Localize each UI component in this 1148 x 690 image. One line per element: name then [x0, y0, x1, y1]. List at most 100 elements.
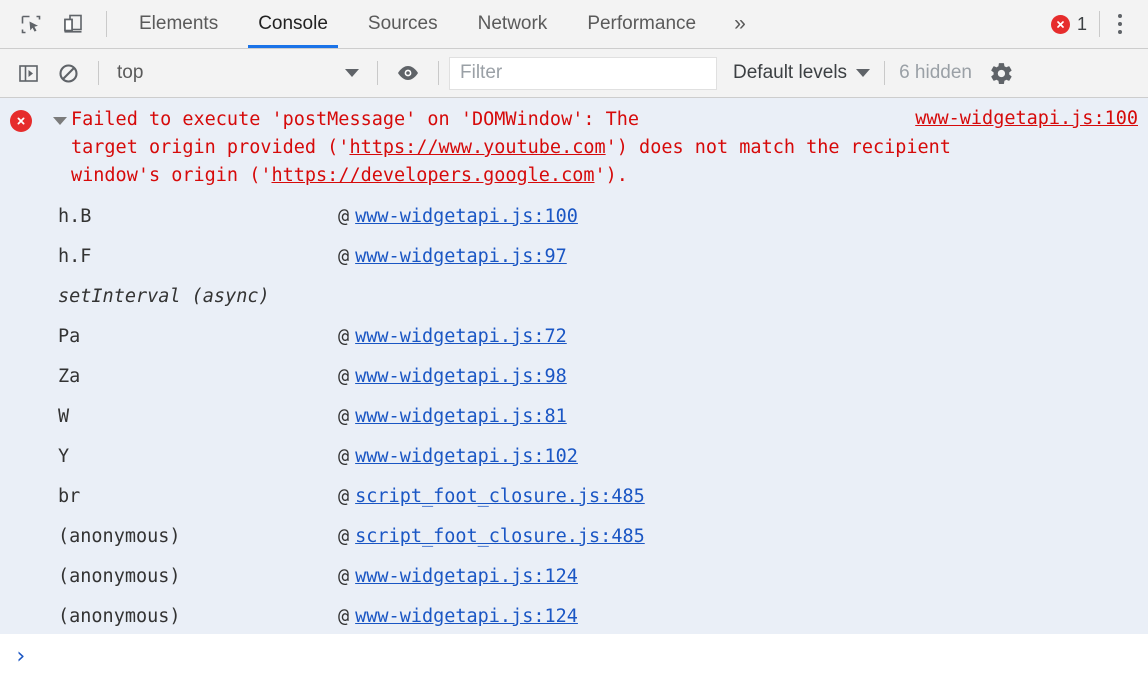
error-circle-icon: [1050, 14, 1070, 34]
filter-input[interactable]: Filter: [449, 56, 717, 90]
stack-row[interactable]: br @ script_foot_closure.js:485: [0, 476, 1148, 516]
stack-at-symbol: @: [338, 205, 350, 227]
stack-function-name: Y: [58, 445, 70, 467]
stack-at-symbol: @: [338, 245, 350, 267]
tab-sources[interactable]: Sources: [348, 0, 458, 48]
stack-row[interactable]: (anonymous) @ www-widgetapi.js:124: [0, 556, 1148, 596]
error-line-1: Failed to execute 'postMessage' on 'DOMW…: [71, 109, 640, 130]
stack-function-name: h.F: [58, 245, 92, 267]
stack-function-name: br: [58, 485, 81, 507]
clear-console-icon[interactable]: [48, 54, 88, 92]
console-message-list: Failed to execute 'postMessage' on 'DOMW…: [0, 98, 1148, 634]
stack-row[interactable]: (anonymous) @ script_foot_closure.js:485: [0, 516, 1148, 556]
stack-source-link[interactable]: script_foot_closure.js:485: [355, 525, 645, 547]
tab-label: Console: [258, 13, 328, 34]
stack-row[interactable]: Za @ www-widgetapi.js:98: [0, 356, 1148, 396]
execution-context-selector[interactable]: top: [109, 58, 367, 88]
tab-console[interactable]: Console: [238, 0, 348, 48]
stack-row[interactable]: (anonymous) @ www-widgetapi.js:124: [0, 596, 1148, 634]
stack-at-symbol: @: [338, 525, 350, 547]
stack-source-link[interactable]: www-widgetapi.js:100: [355, 205, 578, 227]
more-tabs-label: »: [734, 12, 746, 35]
stack-row[interactable]: W @ www-widgetapi.js:81: [0, 396, 1148, 436]
stack-source-link[interactable]: www-widgetapi.js:124: [355, 565, 578, 587]
error-line-2-pre: target origin provided (': [71, 137, 350, 158]
stack-source-link[interactable]: www-widgetapi.js:102: [355, 445, 578, 467]
stack-trace: h.B @ www-widgetapi.js:100 h.F @ www-wid…: [0, 190, 1148, 634]
log-level-selector[interactable]: Default levels: [733, 62, 871, 84]
tab-network[interactable]: Network: [458, 0, 568, 48]
gear-icon[interactable]: [982, 54, 1022, 92]
stack-at-symbol: @: [338, 445, 350, 467]
prompt-chevron-icon: ›: [14, 643, 28, 669]
stack-function-name: Pa: [58, 325, 81, 347]
devtools-tab-list: Elements Console Sources Network Perform…: [119, 0, 764, 48]
tab-label: Sources: [367, 13, 438, 34]
filter-placeholder: Filter: [460, 62, 503, 83]
toolbar-divider-4: [884, 61, 886, 85]
stack-at-symbol: @: [338, 605, 350, 627]
stack-function-name: (anonymous): [58, 605, 181, 627]
stack-row[interactable]: Y @ www-widgetapi.js:102: [0, 436, 1148, 476]
kebab-menu-icon[interactable]: [1100, 4, 1140, 44]
stack-function-name: W: [58, 405, 70, 427]
stack-source-link[interactable]: www-widgetapi.js:97: [355, 245, 567, 267]
triangle-down-icon[interactable]: [53, 117, 67, 125]
error-source-link[interactable]: www-widgetapi.js:100: [915, 108, 1138, 129]
error-message-text: Failed to execute 'postMessage' on 'DOMW…: [71, 104, 1136, 190]
origin-url-youtube[interactable]: https://www.youtube.com: [349, 137, 606, 158]
devtools-tabbar: Elements Console Sources Network Perform…: [0, 0, 1148, 49]
stack-function-name: Za: [58, 365, 81, 387]
chevron-down-icon: [345, 69, 359, 77]
chevron-down-icon: [856, 69, 871, 77]
stack-async-label: setInterval (async): [58, 285, 270, 307]
tabbar-right-divider: [1099, 11, 1100, 37]
error-count-label: 1: [1076, 13, 1087, 34]
error-circle-icon: [10, 110, 32, 132]
eye-icon[interactable]: [388, 54, 428, 92]
stack-source-link[interactable]: script_foot_closure.js:485: [355, 485, 645, 507]
stack-function-name: h.B: [58, 205, 92, 227]
tab-label: Performance: [587, 13, 697, 34]
error-count-badge[interactable]: 1: [1050, 13, 1099, 35]
tab-performance[interactable]: Performance: [567, 0, 716, 48]
stack-source-link[interactable]: www-widgetapi.js:81: [355, 405, 567, 427]
console-input[interactable]: [27, 634, 1148, 679]
stack-at-symbol: @: [338, 565, 350, 587]
hidden-messages-label: 6 hidden: [899, 62, 972, 83]
stack-row[interactable]: h.F @ www-widgetapi.js:97: [0, 236, 1148, 276]
stack-at-symbol: @: [338, 405, 350, 427]
tabbar-divider: [106, 11, 107, 37]
console-error-message[interactable]: Failed to execute 'postMessage' on 'DOMW…: [0, 98, 1148, 634]
console-toolbar: top Filter Default levels 6 hidden: [0, 49, 1148, 98]
stack-source-link[interactable]: www-widgetapi.js:124: [355, 605, 578, 627]
toolbar-divider-1: [98, 61, 99, 85]
log-level-label: Default levels: [733, 62, 848, 83]
stack-at-symbol: @: [338, 325, 350, 347]
show-console-sidebar-icon[interactable]: [8, 54, 48, 92]
tab-label: Network: [477, 13, 548, 34]
stack-source-link[interactable]: www-widgetapi.js:98: [355, 365, 567, 387]
execution-context-value: top: [117, 62, 144, 83]
error-message-header: Failed to execute 'postMessage' on 'DOMW…: [0, 104, 1148, 190]
stack-at-symbol: @: [338, 365, 350, 387]
more-tabs-icon[interactable]: »: [716, 0, 764, 48]
error-line-3-post: ').: [594, 165, 628, 186]
stack-source-link[interactable]: www-widgetapi.js:72: [355, 325, 567, 347]
console-prompt[interactable]: ›: [0, 634, 1148, 679]
tabbar-right-group: 1: [1050, 4, 1148, 44]
stack-row[interactable]: h.B @ www-widgetapi.js:100: [0, 196, 1148, 236]
stack-row-async-boundary: setInterval (async): [0, 276, 1148, 316]
origin-url-developers[interactable]: https://developers.google.com: [271, 165, 595, 186]
error-line-3-pre: window's origin (': [71, 165, 272, 186]
device-toolbar-icon[interactable]: [52, 4, 94, 44]
tab-label: Elements: [139, 13, 219, 34]
inspect-element-icon[interactable]: [10, 4, 52, 44]
stack-at-symbol: @: [338, 485, 350, 507]
stack-function-name: (anonymous): [58, 525, 181, 547]
stack-function-name: (anonymous): [58, 565, 181, 587]
tab-elements[interactable]: Elements: [119, 0, 238, 48]
toolbar-divider-3: [438, 61, 439, 85]
error-line-2-post: ') does not match the recipient: [605, 137, 951, 158]
stack-row[interactable]: Pa @ www-widgetapi.js:72: [0, 316, 1148, 356]
